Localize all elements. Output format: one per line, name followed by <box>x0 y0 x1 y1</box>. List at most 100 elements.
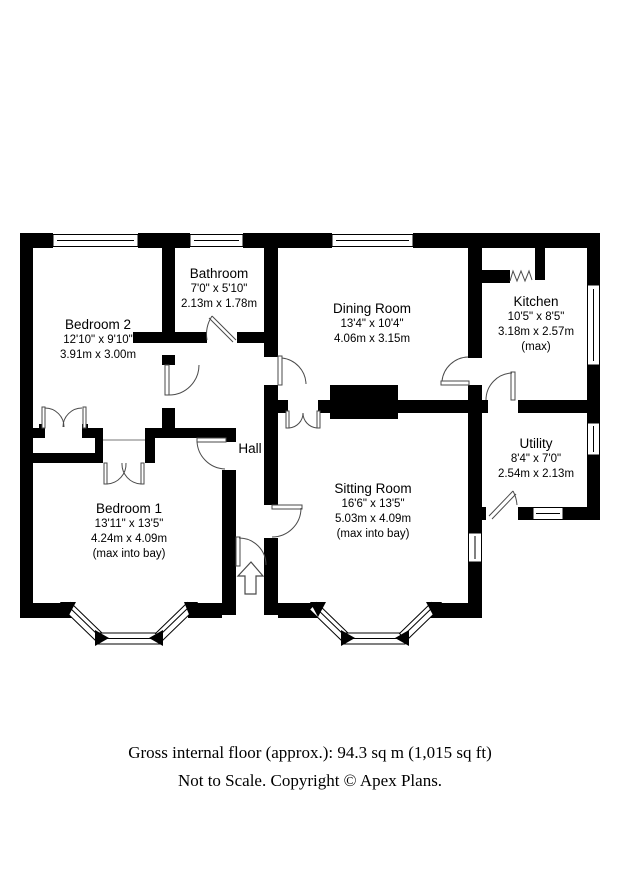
bay-post <box>95 630 109 646</box>
wall <box>264 385 278 413</box>
room-dims-metric: 4.24m x 4.09m <box>90 533 168 545</box>
wall <box>278 400 288 413</box>
door-arc-sitting <box>271 507 302 538</box>
wardrobe-door-arc <box>106 462 127 485</box>
door-leaf-sitting <box>271 504 303 510</box>
back-door-leaf <box>488 490 517 520</box>
room-name: Bedroom 2 <box>64 317 132 332</box>
door-leaf-kitchen <box>440 380 470 386</box>
room-note: (max into bay) <box>336 528 410 540</box>
wall <box>138 233 190 248</box>
door-arc-dining <box>281 357 307 385</box>
room-label-sitting: Sitting Room 16'6" x 13'5" 5.03m x 4.09m… <box>334 480 411 542</box>
bay-post <box>341 630 355 646</box>
wall <box>587 365 600 423</box>
windows <box>52 234 600 563</box>
front-door-leaf <box>235 536 241 567</box>
bay-post <box>184 602 198 617</box>
bay-post <box>310 602 326 617</box>
wall <box>482 400 488 413</box>
room-dims-imperial: 8'4" x 7'0" <box>510 453 562 465</box>
wall <box>468 562 482 618</box>
wall <box>145 428 155 463</box>
wall <box>222 470 236 615</box>
chimney-breast <box>330 385 398 419</box>
wall <box>33 428 42 438</box>
bay-post <box>395 630 409 646</box>
room-dims-imperial: 12'10" x 9'10" <box>63 334 133 346</box>
room-name: Hall <box>238 441 262 456</box>
room-label-hall: Hall <box>238 440 261 457</box>
room-label-bedroom1: Bedroom 1 13'11" x 13'5" 4.24m x 4.09m (… <box>91 500 167 562</box>
wall <box>468 507 486 520</box>
doors <box>39 315 518 567</box>
room-name: Bathroom <box>189 266 249 281</box>
kitchen-zigzag-symbol <box>509 269 533 283</box>
room-dims-metric: 5.03m x 4.09m <box>334 513 412 525</box>
wall <box>563 507 600 520</box>
walls <box>20 233 600 618</box>
wardrobe-door-leaf <box>103 462 108 485</box>
door-leaf-bedroom1 <box>196 437 227 443</box>
french-door-leaf <box>316 410 321 429</box>
wall <box>243 233 332 248</box>
door-leaf-dining <box>277 355 283 386</box>
room-label-bathroom: Bathroom 7'0" x 5'10" 2.13m x 1.78m <box>181 265 257 312</box>
wall <box>398 400 468 413</box>
bay-post <box>426 602 442 617</box>
french-door-arc <box>288 412 304 429</box>
room-dims-imperial: 7'0" x 5'10" <box>190 283 248 295</box>
door-leaf-utility <box>510 371 516 401</box>
wardrobe-door-leaf <box>41 406 46 429</box>
room-label-dining: Dining Room 13'4" x 10'4" 4.06m x 3.15m <box>333 300 411 347</box>
wall <box>318 400 330 413</box>
window-glass-line <box>67 605 100 637</box>
room-label-bedroom2: Bedroom 2 12'10" x 9'10" 3.91m x 3.00m <box>60 316 136 363</box>
room-dims-imperial: 10'5" x 8'5" <box>507 311 565 323</box>
door-leaf-bathroom <box>208 315 237 343</box>
wardrobe-post <box>39 424 45 438</box>
wall <box>518 400 587 413</box>
window-glass-line <box>158 605 191 637</box>
wardrobe-door-arc <box>44 407 65 428</box>
wall <box>468 385 482 413</box>
wall <box>587 233 600 285</box>
wall <box>535 247 545 280</box>
wardrobe-post <box>82 424 88 438</box>
room-dims-metric: 3.91m x 3.00m <box>59 349 137 361</box>
wall <box>33 453 95 463</box>
french-door-leaf <box>285 410 290 429</box>
wall <box>468 413 482 533</box>
room-label-utility: Utility 8'4" x 7'0" 2.54m x 2.13m <box>498 435 574 482</box>
room-dims-metric: 2.54m x 2.13m <box>497 468 575 480</box>
entrance-arrow-icon <box>236 561 265 595</box>
room-dims-imperial: 16'6" x 13'5" <box>341 498 405 510</box>
wall <box>413 233 600 248</box>
door-arc-bedroom2 <box>168 364 200 396</box>
room-note: (max) <box>521 341 551 353</box>
wall <box>188 603 222 618</box>
wall <box>162 408 175 428</box>
wall <box>85 428 95 438</box>
wardrobe-door-arc <box>62 407 83 428</box>
room-dims-imperial: 13'4" x 10'4" <box>340 318 404 330</box>
wardrobe-door-leaf <box>82 406 87 429</box>
wall <box>133 332 207 343</box>
wall <box>482 270 510 283</box>
wall <box>162 355 175 365</box>
wall <box>162 247 175 332</box>
door-arc-utility <box>485 372 513 401</box>
wall <box>155 428 222 438</box>
door-arc-kitchen <box>441 356 469 382</box>
wall <box>264 233 278 357</box>
room-dims-imperial: 13'11" x 13'5" <box>94 518 164 530</box>
room-name: Dining Room <box>332 301 412 316</box>
room-note: (max into bay) <box>92 548 166 560</box>
bay-window-bedroom1 <box>60 601 198 646</box>
bay-post <box>60 602 76 617</box>
door-arc-bedroom1 <box>196 440 226 470</box>
wall <box>237 332 264 343</box>
room-name: Bedroom 1 <box>95 501 163 516</box>
